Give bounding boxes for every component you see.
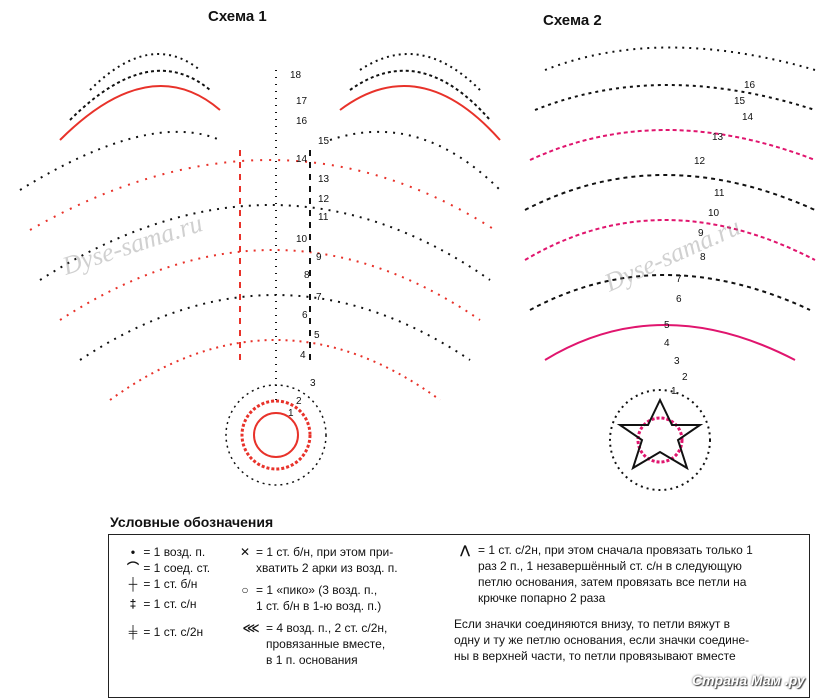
scheme2-row-number: 8 [700,252,706,263]
scheme1-row-number: 11 [318,212,329,223]
legend-item: ⌒ = 1 соед. ст. [126,561,211,575]
scheme1-row-number: 13 [318,174,330,185]
scheme1-row-number: 10 [296,234,308,245]
scheme1-right-petal [339,53,501,141]
scheme1-left-petal [59,53,221,141]
legend-title: Условные обозначения [110,514,274,530]
scheme2-row-number: 11 [714,188,725,199]
legend-item: ╪ = 1 ст. с/2н [126,624,210,640]
scheme2-row-number: 5 [664,320,670,331]
legend-column-3: ⋀ = 1 ст. с/2н, при этом сначала провяза… [454,542,800,664]
scheme2-title: Схема 2 [543,12,602,29]
scheme1-row-number: 14 [296,154,308,165]
scheme2-diagram [524,46,816,491]
scheme1-row-number: 9 [316,252,322,263]
legend-item: ✕ = 1 ст. б/н, при этом при- хватить 2 а… [239,545,398,575]
site-logo: Страна Мам .ру [692,672,805,688]
legend-item: ‡ = 1 ст. с/н [126,596,210,612]
scheme1-row-number: 18 [290,70,302,81]
scheme1-row-number: 17 [296,96,308,107]
scheme1-row-number: 7 [316,292,322,303]
scheme1-diagram [19,53,501,486]
legend-note: Если значки соединяются внизу, то петли … [454,617,750,663]
scheme2-row-number: 9 [698,228,704,239]
legend-item: ○ = 1 «пико» (3 возд. п., 1 ст. б/н в 1-… [238,582,448,614]
legend-item: ⋘ = 4 возд. п., 2 ст. с/2н, провязанные … [238,620,448,668]
legend-column-1: • = 1 возд. п. ⌒ = 1 соед. ст. ┼ = 1 ст.… [126,544,210,640]
scheme1-title: Схема 1 [208,8,267,25]
slip-stitch-icon: ⌒ [126,561,139,575]
legend-item: ⋀ = 1 ст. с/2н, при этом сначала провяза… [454,542,800,606]
scheme2-row-number: 10 [708,208,720,219]
sc-spike-icon: ✕ [239,545,251,559]
scheme2-row-number: 13 [712,132,724,143]
picot-icon: ○ [241,583,249,597]
legend-column-2: ✕ = 1 ст. б/н, при этом при- хватить 2 а… [238,544,448,668]
scheme1-row-number: 8 [304,270,310,281]
scheme2-row-number: 12 [694,156,706,167]
scheme1-row-number: 15 [318,136,330,147]
scheme1-row-number: 16 [296,116,308,127]
scheme2-row-number: 14 [742,112,754,123]
scheme1-row-number: 3 [310,378,316,389]
legend-box [108,534,810,698]
scheme2-row-number: 4 [664,338,670,349]
scheme1-row-number: 1 [288,408,294,419]
scheme2-row-number: 1 [671,386,677,397]
scheme2-row-number: 2 [682,372,688,383]
scheme2-row-number: 3 [674,356,680,367]
scheme2-row-number: 15 [734,96,746,107]
scheme2-row-number: 16 [744,80,756,91]
scheme1-row-number: 12 [318,194,330,205]
legend-item: ┼ = 1 ст. б/н [126,576,210,592]
scheme1-row-number: 5 [314,330,320,341]
scheme1-row-number: 6 [302,310,308,321]
scheme2-row-number: 7 [676,274,682,285]
treble-crochet-icon: ╪ [128,625,138,639]
legend-item: • = 1 возд. п. [126,544,210,560]
scheme2-row-number: 6 [676,294,682,305]
cluster-icon: ⋘ [242,621,260,635]
double-crochet-icon: ‡ [129,597,137,611]
decrease-treble-icon: ⋀ [459,543,471,557]
scheme1-row-number: 2 [296,396,302,407]
scheme2-fan [524,46,816,361]
scheme1-row-number: 4 [300,350,306,361]
chain-stitch-icon: • [130,545,136,559]
scheme2-center-star [609,389,711,491]
single-crochet-icon: ┼ [128,577,138,591]
